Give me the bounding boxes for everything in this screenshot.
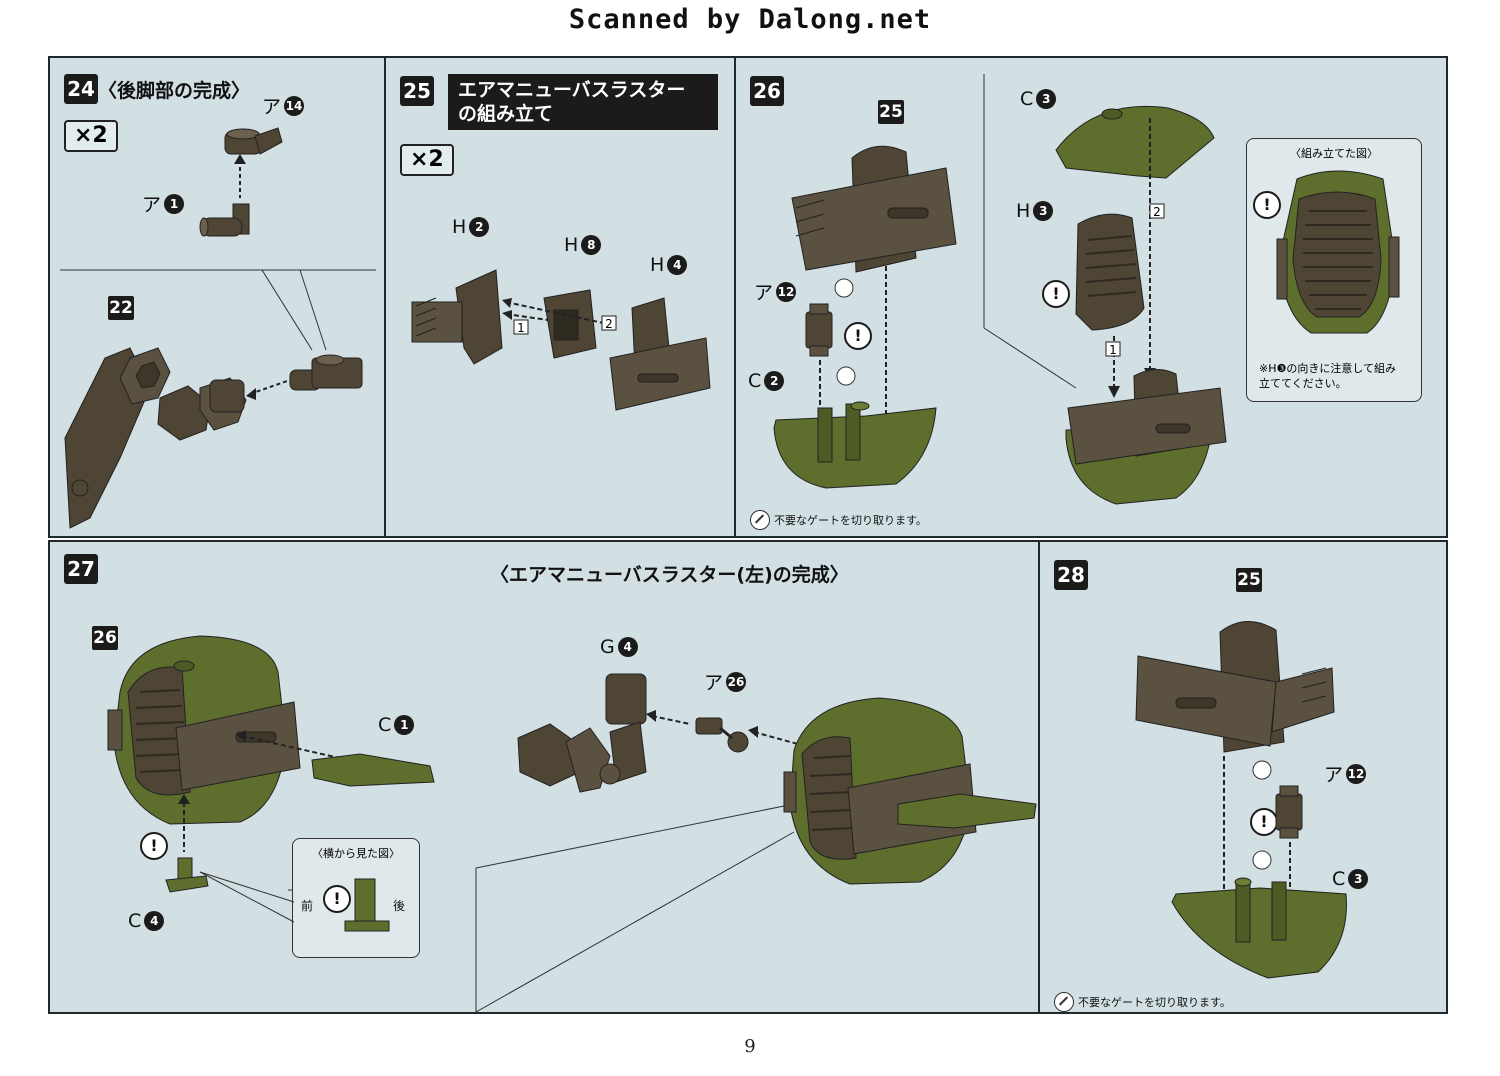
- part-a12: [1275, 785, 1303, 839]
- part-peg-assembly: [289, 354, 363, 391]
- step-number: 28: [1054, 560, 1088, 590]
- completion-title: 〈エアマニューバスラスター(左)の完成〉: [490, 564, 849, 586]
- step-25-illustration: 1 2: [411, 269, 711, 411]
- warning-mark: !: [1250, 808, 1278, 836]
- part-h3: [1075, 213, 1145, 331]
- svg-text:2: 2: [605, 317, 613, 331]
- reference-step-badge: 26: [92, 626, 118, 650]
- reference-step-badge: 25: [878, 100, 904, 124]
- gate-cut-note: 不要なゲートを切り取ります。: [1054, 992, 1231, 1012]
- inset-title: 〈組み立てた図〉: [1290, 147, 1378, 160]
- warning-mark: !: [140, 832, 168, 860]
- warning-mark: !: [1253, 191, 1281, 219]
- assembled-thruster-illustration: [1276, 170, 1400, 334]
- part-a1: [199, 203, 250, 237]
- warning-mark: !: [323, 885, 351, 913]
- assembly-25-mirrored: [1135, 621, 1335, 753]
- warning-mark: !: [1042, 280, 1070, 308]
- step-title: エアマニューバスラスター の組み立て: [448, 74, 718, 130]
- part-c4-peg: [165, 857, 209, 893]
- part-h8: [543, 289, 597, 359]
- gate-cut-note: 不要なゲートを切り取ります。: [750, 510, 927, 530]
- front-label: 前: [301, 899, 314, 913]
- svg-text:1: 1: [1109, 343, 1117, 357]
- gate-cut-icon: [1054, 992, 1074, 1012]
- thruster-assembly-26: [107, 635, 301, 825]
- assembled-view-inset: 〈組み立てた図〉 ! ※H❸の向きに注意して組み 立ててください。: [1246, 138, 1422, 402]
- back-label: 後: [393, 899, 406, 913]
- step-number: 25: [400, 76, 434, 106]
- part-peg-a14: [224, 127, 283, 155]
- side-view-illustration: [344, 878, 390, 932]
- step-28-illustration: [1135, 621, 1347, 979]
- reference-step-badge: 25: [1236, 568, 1262, 592]
- page-number: 9: [744, 1036, 756, 1057]
- step-number: 24: [64, 74, 98, 104]
- svg-text:1: 1: [517, 321, 525, 335]
- quantity-badge: ×2: [64, 120, 118, 152]
- left-thruster-complete: [783, 697, 1037, 885]
- quantity-badge: ×2: [400, 144, 454, 176]
- reference-step-badge: 22: [108, 296, 134, 320]
- part-h4: [609, 297, 711, 411]
- warning-mark: !: [844, 322, 872, 350]
- assembly-25: [791, 145, 957, 273]
- gate-cut-icon: [750, 510, 770, 530]
- step-26-illustration: 2 1: [773, 74, 1227, 505]
- part-a26-joint: [695, 717, 749, 753]
- leg-assembly: [64, 347, 247, 529]
- part-c2-shell: [773, 401, 937, 489]
- part-a12: [805, 303, 833, 357]
- completed-thruster: [517, 673, 647, 793]
- step-title: 〈後脚部の完成〉: [98, 80, 251, 102]
- assembly-note: ※H❸の向きに注意して組み 立ててください。: [1259, 362, 1397, 390]
- side-view-inset: 〈横から見た図〉 前 後 !: [292, 838, 420, 958]
- part-c1-fin: [311, 753, 435, 787]
- step-24-illustration: [60, 127, 376, 529]
- step-number: 26: [750, 76, 784, 106]
- inset-title: 〈横から見た図〉: [312, 847, 400, 860]
- svg-text:2: 2: [1153, 205, 1161, 219]
- part-c3-shell: [1055, 105, 1215, 179]
- step-number: 27: [64, 554, 98, 584]
- part-c3-lower-shell: [1171, 877, 1347, 979]
- step-27-illustration: [107, 635, 1037, 1012]
- part-h2: [411, 269, 503, 365]
- scan-credit: Scanned by Dalong.net: [568, 4, 932, 35]
- combined-assembly: [1065, 369, 1227, 505]
